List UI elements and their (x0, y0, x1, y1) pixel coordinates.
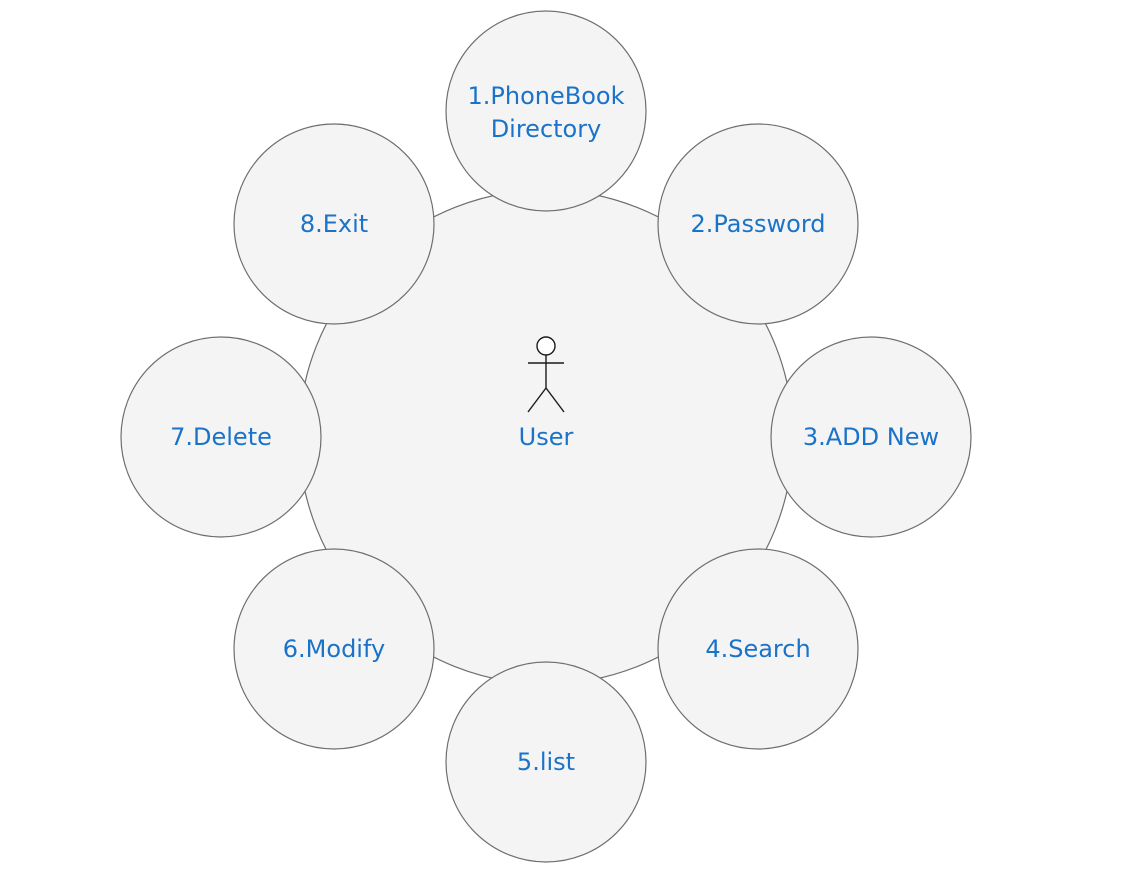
node-label: 2.Password (691, 210, 826, 238)
node-search: 4.Search (657, 548, 859, 750)
node-label: 7.Delete (170, 423, 272, 451)
node-password: 2.Password (657, 123, 859, 325)
node-label: 5.list (517, 748, 575, 776)
actor-icon (527, 336, 565, 413)
node-list: 5.list (445, 661, 647, 863)
node-phonebook-directory: 1.PhoneBook Directory (445, 10, 647, 212)
node-exit: 8.Exit (233, 123, 435, 325)
node-add-new: 3.ADD New (770, 336, 972, 538)
actor-label: User (519, 423, 574, 451)
node-label-line2: Directory (491, 115, 602, 143)
node-label-line1: 1.PhoneBook (468, 82, 625, 110)
node-label: 4.Search (705, 635, 810, 663)
node-label: 8.Exit (300, 210, 368, 238)
node-modify: 6.Modify (233, 548, 435, 750)
node-label: 6.Modify (283, 635, 385, 663)
node-delete: 7.Delete (120, 336, 322, 538)
node-label: 3.ADD New (803, 423, 939, 451)
